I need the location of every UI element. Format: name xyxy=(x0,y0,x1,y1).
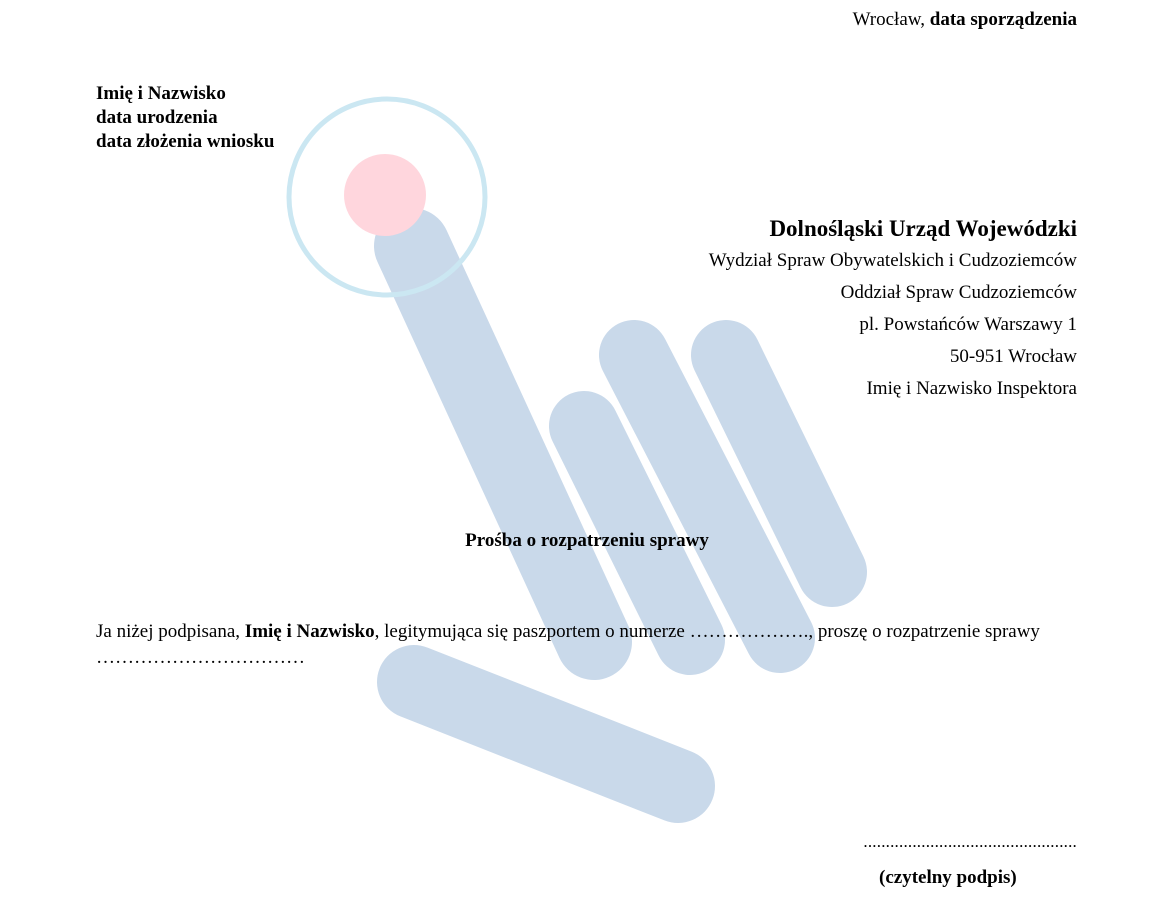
applicant-name: Imię i Nazwisko xyxy=(96,83,226,104)
date-placeholder: data sporządzenia xyxy=(929,9,1077,30)
office-street: pl. Powstańców Warszawy 1 xyxy=(859,314,1077,335)
signature-line: ........................................… xyxy=(863,832,1077,851)
letter-subject: Prośba o rozpatrzeniu sprawy xyxy=(465,530,709,551)
applicant-application-date: data złożenia wniosku xyxy=(96,131,275,152)
office-department: Wydział Spraw Obywatelskich i Cudzoziemc… xyxy=(708,250,1077,271)
office-name: Dolnośląski Urząd Wojewódzki xyxy=(769,216,1077,241)
office-inspector: Imię i Nazwisko Inspektora xyxy=(866,378,1077,399)
place-label: Wrocław, xyxy=(852,9,925,30)
body-intro: Ja niżej podpisana, xyxy=(96,621,245,642)
body-applicant-name: Imię i Nazwisko xyxy=(244,621,375,642)
place-date: Wrocław, data sporządzenia xyxy=(853,9,1077,31)
office-section: Oddział Spraw Cudzoziemców xyxy=(840,282,1077,303)
letter-body: Ja niżej podpisana, Imię i Nazwisko, leg… xyxy=(96,619,1076,671)
office-postal-city: 50-951 Wrocław xyxy=(949,346,1077,367)
signature-label: (czytelny podpis) xyxy=(879,867,1017,888)
applicant-block: Imię i Nazwisko data urodzenia data złoż… xyxy=(96,82,274,154)
recipient-office-block: Dolnośląski Urząd Wojewódzki Wydział Spr… xyxy=(709,213,1077,405)
applicant-birth-date: data urodzenia xyxy=(96,107,218,128)
